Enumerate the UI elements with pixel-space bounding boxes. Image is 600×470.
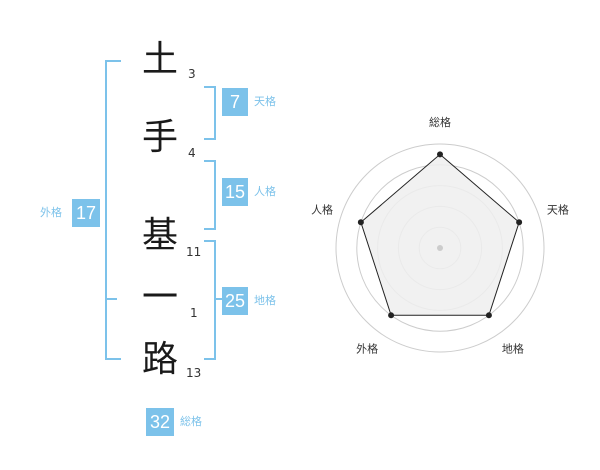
stroke-count-5: 13 xyxy=(186,366,202,380)
radar-center-dot xyxy=(437,245,443,251)
radar-axis-label-3: 地格 xyxy=(502,341,524,355)
name-char-4: 一 xyxy=(141,277,178,318)
radar-point-1 xyxy=(437,151,443,158)
stroke-count-3: 11 xyxy=(186,245,202,259)
name-char-1: 土 xyxy=(141,39,178,80)
radar-point-4 xyxy=(388,312,395,319)
name-char-5: 路 xyxy=(141,339,178,380)
radar-point-2 xyxy=(516,219,523,226)
radar-axis-label-4: 外格 xyxy=(356,341,378,355)
radar-axis-label-2: 天格 xyxy=(547,203,569,217)
radar-point-5 xyxy=(357,219,364,226)
name-char-3: 基 xyxy=(141,215,178,256)
gaikaku-label: 外格 xyxy=(40,206,62,219)
name-char-2: 手 xyxy=(141,117,178,158)
gaikaku-score-badge: 17 xyxy=(72,199,100,227)
radar-polygon xyxy=(360,153,520,316)
radar-axis-label-1: 総格 xyxy=(429,115,451,129)
tenkaku-label: 天格 xyxy=(254,95,276,108)
jinkaku-score-badge: 15 xyxy=(222,178,248,206)
stroke-count-1: 3 xyxy=(188,67,196,81)
soukaku-label: 総格 xyxy=(180,415,202,428)
chikaku-label: 地格 xyxy=(254,294,276,307)
soukaku-score-badge: 32 xyxy=(146,408,174,436)
stroke-count-4: 1 xyxy=(190,306,198,320)
radar-axis-label-5: 人格 xyxy=(311,203,333,217)
radar-point-3 xyxy=(485,312,492,319)
stroke-count-2: 4 xyxy=(188,146,196,160)
chikaku-score-badge: 25 xyxy=(222,287,248,315)
jinkaku-label: 人格 xyxy=(254,185,276,198)
tenkaku-score-badge: 7 xyxy=(222,88,248,116)
